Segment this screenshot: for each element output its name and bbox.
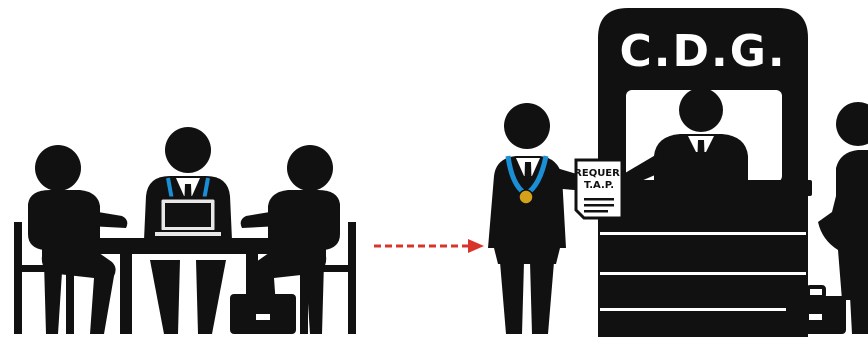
laptop-icon (154, 198, 222, 237)
document-line2: T.A.P. (584, 180, 614, 191)
meeting-scene (14, 127, 356, 334)
medal-icon (519, 190, 533, 204)
officer-with-document-icon (488, 103, 597, 334)
booth-title: C.D.G. (619, 26, 786, 77)
dashed-arrow-icon (374, 239, 484, 253)
document-line1: REQUER. (574, 168, 624, 179)
